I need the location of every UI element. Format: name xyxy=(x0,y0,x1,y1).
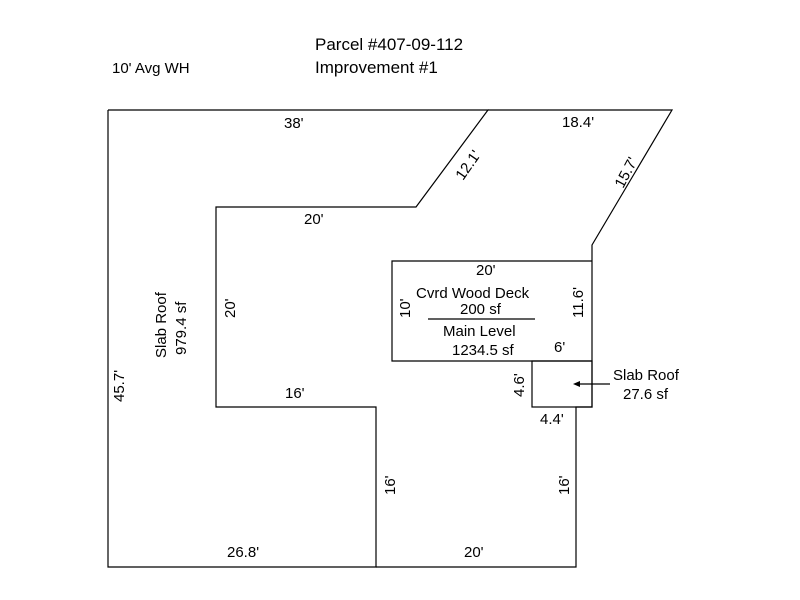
dim-notch-left: 16' xyxy=(382,475,399,495)
dim-inner-bottom: 16' xyxy=(285,385,305,402)
area-main-level-name: Main Level xyxy=(443,323,516,340)
dim-inner-left: 20' xyxy=(222,298,239,318)
dim-diag-inner: 12.1' xyxy=(452,147,484,183)
area-deck-size: 200 sf xyxy=(460,301,502,318)
dim-left-outer: 45.7' xyxy=(111,370,128,402)
building-outline xyxy=(107,109,490,568)
dim-bottom-left: 26.8' xyxy=(227,544,259,561)
improvement-number: Improvement #1 xyxy=(315,58,438,77)
dim-right-lower: 16' xyxy=(556,475,573,495)
parcel-number: Parcel #407-09-112 xyxy=(315,35,463,54)
deck-outline xyxy=(391,260,592,362)
wall-height: 10' Avg WH xyxy=(112,60,190,77)
dim-slab-left: 4.6' xyxy=(511,373,528,397)
dim-deck-right: 11.6' xyxy=(570,287,587,318)
area-slab-roof-size: 979.4 sf xyxy=(173,301,190,355)
dim-slab-bottom: 4.4' xyxy=(540,411,564,428)
dim-bottom-right: 20' xyxy=(464,544,484,561)
dim-inner-top: 20' xyxy=(304,211,324,228)
area-small-slab-size: 27.6 sf xyxy=(623,386,669,403)
dim-slab-top: 6' xyxy=(554,339,565,356)
area-main-level-size: 1234.5 sf xyxy=(452,342,515,359)
dim-diag-outer: 15.7' xyxy=(612,154,642,190)
dim-top-right: 18.4' xyxy=(562,114,594,131)
dim-deck-top: 20' xyxy=(476,262,496,279)
area-slab-roof-name: Slab Roof xyxy=(153,291,170,358)
dim-deck-left: 10' xyxy=(397,298,414,318)
arrowhead-icon xyxy=(573,381,580,387)
area-deck-name: Cvrd Wood Deck xyxy=(416,285,530,302)
dim-top-left: 38' xyxy=(284,115,304,132)
area-small-slab-name: Slab Roof xyxy=(613,367,680,384)
